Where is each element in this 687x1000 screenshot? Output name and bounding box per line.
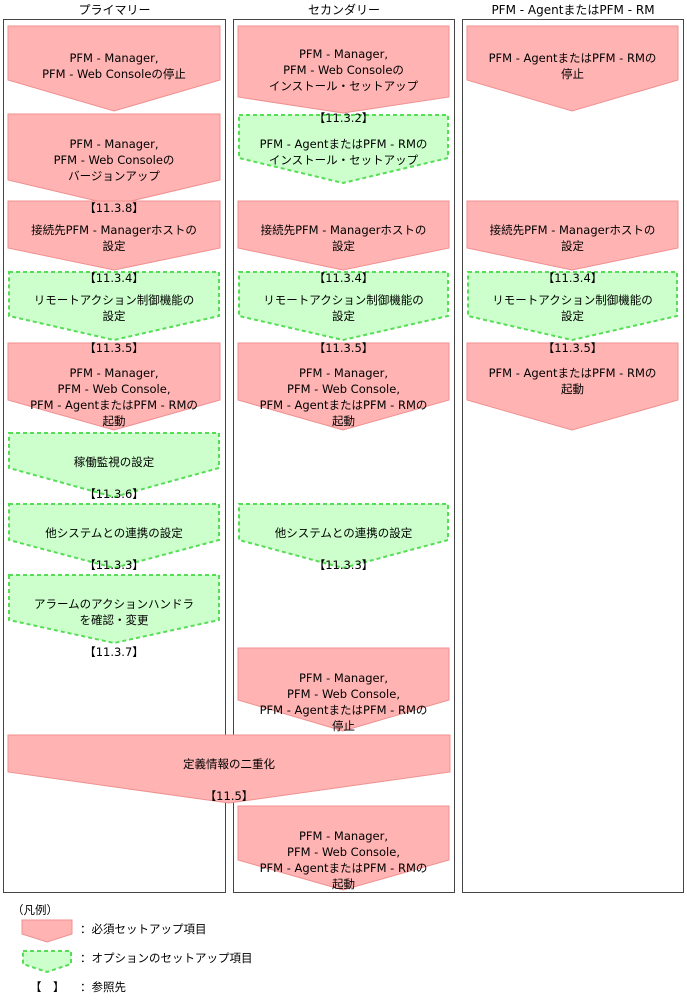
step-primary-host-setting: 接続先PFM - Managerホストの 設定 【11.3.4】 — [8, 206, 220, 286]
column-header-agent: PFM - AgentまたはPFM - RM — [491, 3, 655, 17]
step-secondary-install: PFM - Manager, PFM - Web Consoleの インストール… — [238, 30, 449, 126]
step-ref: 【11.3.5】 — [542, 341, 603, 355]
step-ref: 【11.3.5】 — [313, 341, 374, 355]
step-primary-alarm-handler: アラームのアクションハンドラ を確認・変更 【11.3.7】 — [8, 580, 220, 660]
step-ref: 【11.3.3】 — [84, 558, 144, 572]
step-secondary-restart-shape — [237, 805, 450, 891]
step-text: 他システムとの連携の設定 — [274, 526, 413, 540]
step-agent-start-shape — [466, 342, 679, 431]
step-text: PFM - AgentまたはPFM - RMの 停止 — [488, 51, 657, 81]
step-secondary-stop-shape — [237, 647, 450, 732]
step-text: リモートアクション制御機能の 設定 — [492, 293, 653, 323]
legend-optional-shape — [22, 950, 72, 974]
step-text: PFM - AgentまたはPFM - RMの インストール・セットアップ — [259, 137, 428, 167]
step-text: 接続先PFM - Managerホストの 設定 — [489, 223, 656, 253]
step-ref: 【11.3.3】 — [313, 558, 374, 572]
step-secondary-other-system: 他システムとの連携の設定 【11.3.3】 — [238, 509, 449, 573]
step-ref: 【11.3.6】 — [84, 487, 144, 501]
step-ref: 【11.3.8】 — [84, 201, 144, 215]
step-secondary-remote-action: リモートアクション制御機能の 設定 【11.3.5】 — [238, 276, 449, 356]
step-secondary-remote-action-shape — [238, 271, 449, 342]
step-text: 稼働監視の設定 — [73, 455, 155, 469]
step-text: リモートアクション制御機能の 設定 — [33, 293, 195, 323]
legend-reference-symbol: 【 】 — [30, 980, 65, 994]
step-primary-alarm-handler-shape — [8, 574, 220, 645]
step-text: 接続先PFM - Managerホストの 設定 — [260, 223, 427, 253]
step-text: PFM - Manager, PFM - Web Console, PFM - … — [259, 366, 428, 428]
step-primary-monitoring-shape — [8, 432, 220, 499]
step-agent-remote-action: リモートアクション制御機能の 設定 【11.3.5】 — [467, 276, 678, 356]
step-text: 接続先PFM - Managerホストの 設定 — [31, 223, 197, 253]
step-text: リモートアクション制御機能の 設定 — [263, 293, 424, 323]
step-ref: 【11.3.7】 — [84, 645, 144, 659]
step-ref: 【11.3.4】 — [542, 271, 603, 285]
step-ref: 【11.3.5】 — [84, 341, 144, 355]
step-secondary-start: PFM - Manager, PFM - Web Console, PFM - … — [238, 349, 449, 429]
step-secondary-agent-install-shape — [238, 114, 449, 185]
step-secondary-host-setting: 接続先PFM - Managerホストの 設定 【11.3.4】 — [238, 206, 449, 286]
step-text: PFM - Manager, PFM - Web Consoleの バージョンア… — [53, 137, 175, 183]
step-agent-host-setting: 接続先PFM - Managerホストの 設定 【11.3.4】 — [467, 206, 678, 286]
step-shared-duplication-shape — [7, 734, 451, 804]
legend-required-shape — [21, 919, 73, 943]
legend: （凡例） ：必須セットアップ項目 ：オプションのセットアップ項目 【 】 ：参照… — [0, 900, 687, 1000]
step-secondary-other-system-shape — [238, 503, 449, 570]
step-secondary-stop: PFM - Manager, PFM - Web Console, PFM - … — [238, 654, 449, 734]
step-text: PFM - Manager, PFM - Web Console, PFM - … — [259, 829, 428, 891]
step-agent-host-setting-shape — [466, 200, 679, 271]
column-agent — [462, 19, 684, 893]
column-header-primary: プライマリー — [78, 3, 151, 17]
legend-optional-label: ：オプションのセットアップ項目 — [80, 951, 253, 965]
legend-reference-label: ：参照先 — [80, 980, 126, 994]
step-text: 定義情報の二重化 — [183, 757, 275, 771]
column-secondary — [233, 19, 455, 893]
step-primary-stop: PFM - Manager, PFM - Web Consoleの停止 — [8, 34, 220, 82]
step-ref: 【11.3.4】 — [84, 271, 144, 285]
step-text: PFM - Manager, PFM - Web Console, PFM - … — [30, 366, 198, 428]
step-shared-duplication: 定義情報の二重化 【11.5】 — [8, 740, 450, 804]
step-text: PFM - Manager, PFM - Web Consoleの停止 — [42, 51, 186, 81]
step-primary-stop-shape — [7, 25, 221, 112]
step-agent-remote-action-shape — [467, 271, 678, 342]
step-primary-host-setting-shape — [7, 200, 221, 271]
step-text: PFM - Manager, PFM - Web Console, PFM - … — [259, 671, 428, 733]
column-primary — [3, 19, 226, 893]
legend-required-label: ：必須セットアップ項目 — [80, 922, 207, 936]
step-text: PFM - Manager, PFM - Web Consoleの インストール… — [268, 47, 419, 93]
step-secondary-start-shape — [237, 342, 450, 431]
step-secondary-agent-install: PFM - AgentまたはPFM - RMの インストール・セットアップ — [238, 120, 449, 168]
legend-title: （凡例） — [12, 903, 58, 917]
step-secondary-restart: PFM - Manager, PFM - Web Console, PFM - … — [238, 812, 449, 892]
step-secondary-host-setting-shape — [237, 200, 450, 271]
step-primary-remote-action-shape — [8, 271, 220, 342]
step-ref: 【11.3.4】 — [313, 271, 374, 285]
step-text: 他システムとの連携の設定 — [45, 526, 183, 540]
step-ref: 【11.5】 — [204, 789, 254, 803]
step-primary-remote-action: リモートアクション制御機能の 設定 【11.3.5】 — [8, 276, 220, 356]
step-text: アラームのアクションハンドラ を確認・変更 — [33, 597, 195, 627]
step-text: PFM - AgentまたはPFM - RMの 起動 — [488, 366, 657, 396]
step-primary-start: PFM - Manager, PFM - Web Console, PFM - … — [8, 349, 220, 429]
step-agent-start: PFM - AgentまたはPFM - RMの 起動 — [467, 349, 678, 397]
step-secondary-install-shape — [237, 25, 450, 114]
step-primary-other-system: 他システムとの連携の設定 【11.3.3】 — [8, 509, 220, 573]
step-ref: 【11.3.2】 — [313, 111, 374, 125]
column-header-secondary: セカンダリー — [307, 3, 380, 17]
step-agent-stop-shape — [466, 25, 679, 112]
step-primary-other-system-shape — [8, 503, 220, 570]
step-agent-stop: PFM - AgentまたはPFM - RMの 停止 — [467, 34, 678, 82]
step-primary-version-up: PFM - Manager, PFM - Web Consoleの バージョンア… — [8, 120, 220, 216]
step-primary-start-shape — [7, 342, 221, 431]
step-primary-version-up-shape — [7, 113, 221, 206]
step-primary-monitoring: 稼働監視の設定 【11.3.6】 — [8, 438, 220, 502]
